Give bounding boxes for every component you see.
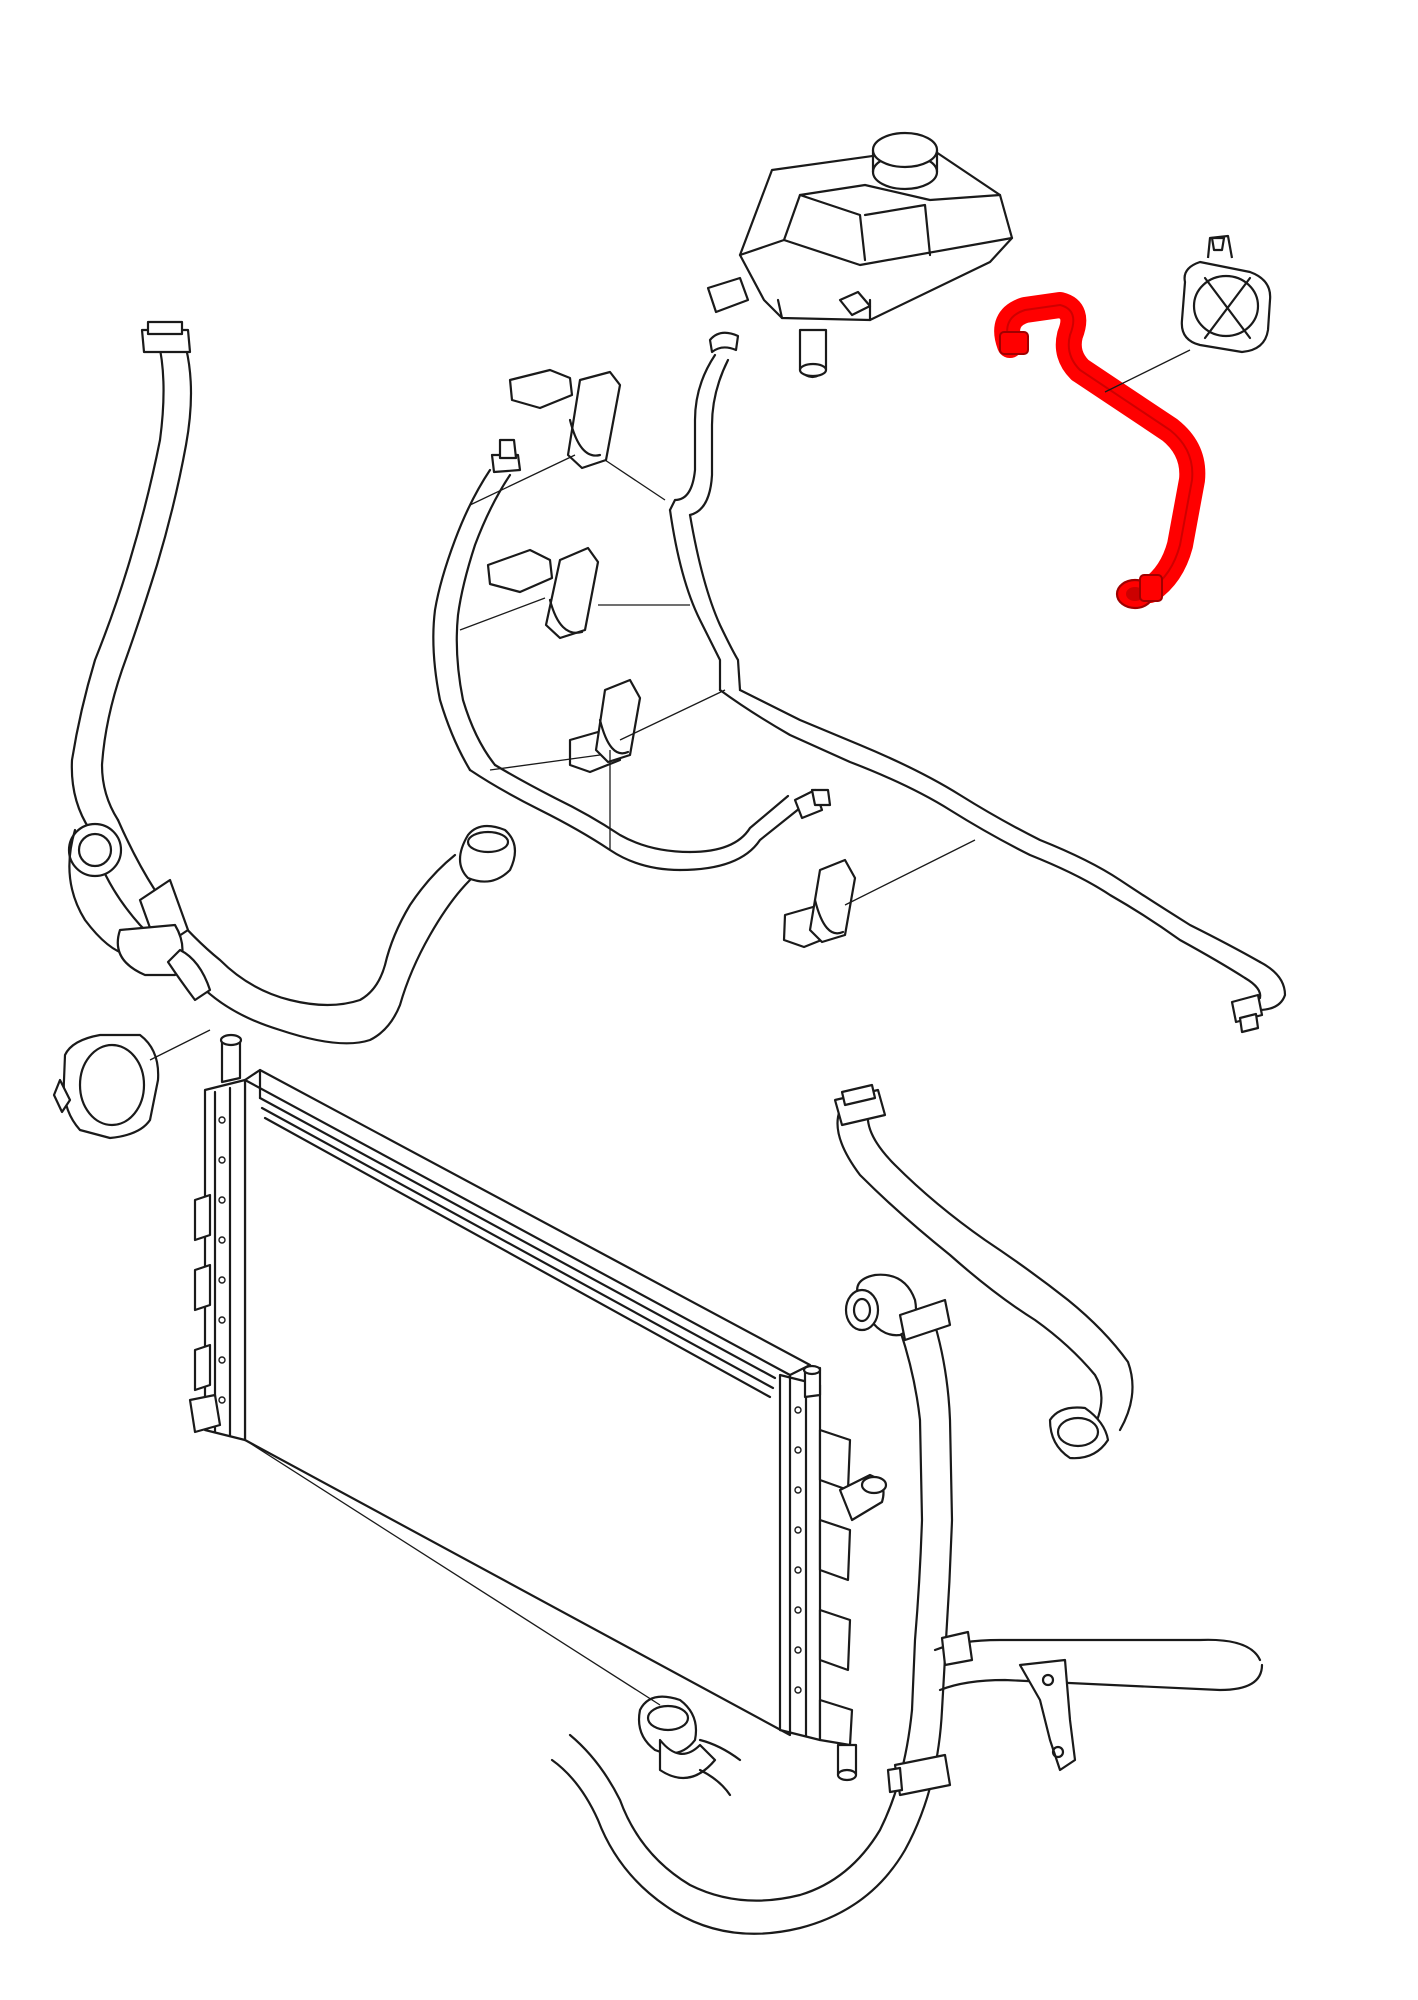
hose-retaining-clip-4[interactable] <box>782 858 857 949</box>
hose-retaining-clip-3[interactable] <box>568 678 642 774</box>
radiator[interactable] <box>188 1033 888 1782</box>
hose-retaining-clip-1[interactable] <box>508 368 622 470</box>
hose-mounting-clamp-left[interactable] <box>52 1033 160 1140</box>
hose-clamp-tank-outlet[interactable] <box>708 331 740 354</box>
radiator-outlet-hose-right[interactable] <box>833 1083 1134 1460</box>
coolant-expansion-tank-hose[interactable] <box>994 292 1206 610</box>
heater-hose-center[interactable] <box>432 353 1287 1034</box>
hose-mounting-clamp-top-right[interactable] <box>1180 234 1272 354</box>
radiator-lower-hose[interactable] <box>550 1273 1264 1935</box>
hose-retaining-clip-2[interactable] <box>486 546 600 640</box>
radiator-upper-hose-long[interactable] <box>70 320 193 832</box>
radiator-top-hose-tee[interactable] <box>67 818 517 1045</box>
expansion-tank[interactable] <box>706 131 1014 379</box>
expansion-tank-cap[interactable] <box>871 131 939 191</box>
